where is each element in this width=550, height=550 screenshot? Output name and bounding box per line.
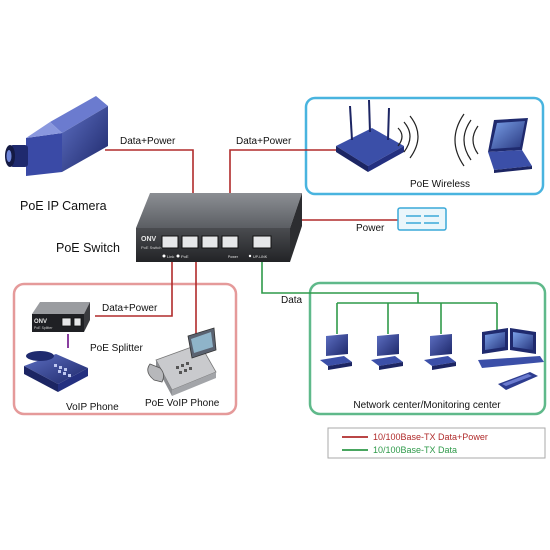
switch-uplink-led-label: UP-LINK: [253, 255, 268, 259]
uplink-data-wire: [261, 254, 419, 303]
power-adapter-icon: [397, 207, 447, 231]
legend: 10/100Base-TX Data+Power 10/100Base-TX D…: [327, 427, 546, 459]
legend-box: [327, 427, 546, 459]
switch-label: PoE Switch: [56, 241, 120, 255]
wires: [67, 149, 498, 348]
switch-uplink-led: [248, 254, 252, 258]
data-link-label: Data: [281, 295, 303, 306]
wireless-link-label: Data+Power: [236, 136, 292, 147]
poe-voip-phone-label: PoE VoIP Phone: [145, 398, 220, 409]
voip-phone-icon: [24, 351, 88, 392]
camera-label: PoE IP Camera: [20, 199, 107, 213]
desktop-computer-icon-1: [320, 334, 352, 370]
poe-voip-phone-icon: [147, 327, 217, 396]
voip-phone-label: VoIP Phone: [66, 402, 119, 413]
monitoring-workstation-icon: [478, 328, 544, 368]
desktop-computer-icon-2: [371, 334, 403, 370]
switch-model: PoE Switch: [141, 245, 161, 250]
network-center-label: Network center/Monitoring center: [353, 400, 501, 411]
poe-splitter-device: [32, 302, 90, 332]
splitter-power-wire: [95, 258, 173, 317]
power-label: Power: [356, 223, 385, 234]
switch-uplink-port: [252, 235, 272, 249]
switch-poe-led: [176, 254, 180, 258]
camera-link-label: Data+Power: [120, 136, 176, 147]
poe-switch-device: [136, 193, 302, 262]
switch-link-led: [162, 254, 166, 258]
splitter-link-label: Data+Power: [102, 303, 158, 314]
legend-text-data: 10/100Base-TX Data: [373, 445, 457, 455]
splitter-label: PoE Splitter: [90, 343, 143, 354]
splitter-brand: ONV: [34, 319, 47, 325]
keyboard-icon: [498, 372, 538, 390]
legend-text-power: 10/100Base-TX Data+Power: [373, 432, 488, 442]
switch-poe-ports: [161, 235, 239, 249]
switch-brand: ONV: [141, 236, 157, 243]
wireless-label: PoE Wireless: [410, 179, 470, 190]
network-center-group: [308, 281, 547, 416]
switch-link-led-label: Link: [167, 254, 174, 259]
laptop-icon: [454, 113, 532, 173]
desktop-computer-icon-3: [424, 334, 456, 370]
splitter-model: PoE Splitter: [34, 326, 53, 330]
ip-camera-icon: [5, 96, 108, 176]
wireless-power-wire: [229, 149, 340, 193]
wireless-router-icon: [336, 99, 419, 172]
switch-power-led-label: Power: [228, 255, 239, 259]
camera-power-wire: [105, 149, 194, 195]
switch-poe-led-label: PoE: [181, 254, 189, 259]
